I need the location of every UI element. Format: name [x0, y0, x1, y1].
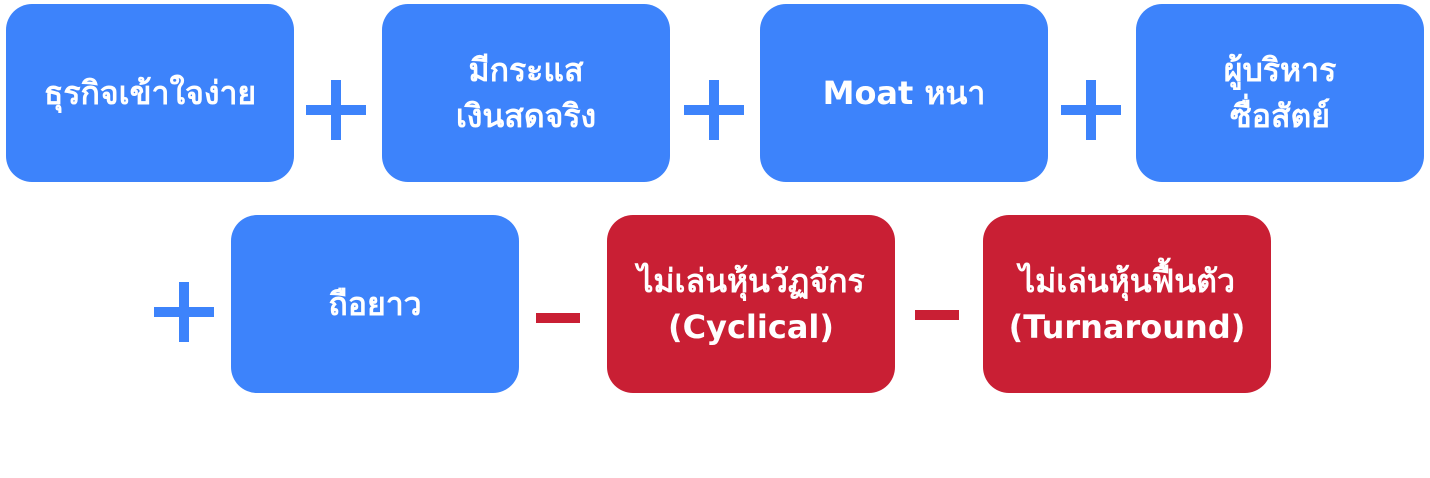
box-label-line-2: (Cyclical) — [667, 308, 835, 346]
box-label-line-1: ผู้บริหาร — [1223, 51, 1337, 89]
plus-icon — [1061, 80, 1121, 140]
box-label-line-2: เงินสดจริง — [455, 97, 597, 135]
box-label-line-1: ไม่เล่นหุ้นฟื้นตัว — [1019, 262, 1235, 300]
box-label-line-1: ไม่เล่นหุ้นวัฏจักร — [637, 262, 865, 300]
box-label: Moat หนา — [822, 74, 986, 112]
plus-icon — [306, 80, 366, 140]
box-no-turnaround-stocks: ไม่เล่นหุ้นฟื้นตัว (Turnaround) — [983, 215, 1271, 393]
box-thick-moat: Moat หนา — [760, 4, 1048, 182]
box-label: ธุรกิจเข้าใจง่าย — [43, 74, 257, 112]
box-label: ถือยาว — [328, 285, 422, 323]
minus-icon — [536, 313, 580, 323]
box-no-cyclical-stocks: ไม่เล่นหุ้นวัฏจักร (Cyclical) — [607, 215, 895, 393]
box-label-line-2: ซื่อสัตย์ — [1230, 97, 1330, 135]
box-real-cash-flow: มีกระแส เงินสดจริง — [382, 4, 670, 182]
box-honest-management: ผู้บริหาร ซื่อสัตย์ — [1136, 4, 1424, 182]
minus-icon — [915, 310, 959, 320]
plus-icon — [684, 80, 744, 140]
box-easy-business: ธุรกิจเข้าใจง่าย — [6, 4, 294, 182]
box-label-line-2: (Turnaround) — [1008, 308, 1246, 346]
box-label-line-1: มีกระแส — [468, 51, 584, 89]
box-hold-long-term: ถือยาว — [231, 215, 519, 393]
plus-icon — [154, 282, 214, 342]
